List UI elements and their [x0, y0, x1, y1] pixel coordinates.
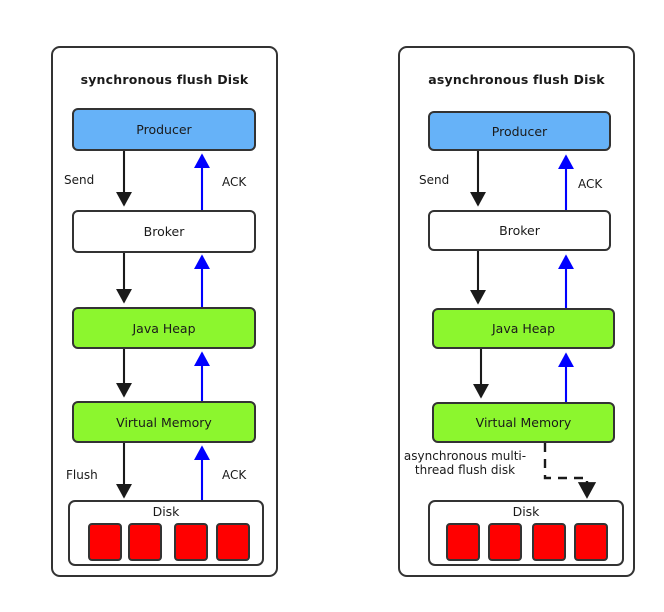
disk-platter — [574, 523, 608, 561]
disk-label-synchronous: Disk — [152, 504, 180, 519]
node-virtual-memory-asynchronous[interactable]: Virtual Memory — [432, 402, 615, 443]
edge-label-async-flush: asynchronous multi-thread flush disk — [403, 449, 527, 478]
edge-label-flush-synchronous: Flush — [66, 468, 98, 482]
node-java-heap-synchronous[interactable]: Java Heap — [72, 307, 256, 349]
panel-synchronous-title: synchronous flush Disk — [80, 72, 249, 87]
node-java-heap-asynchronous[interactable]: Java Heap — [432, 308, 615, 349]
panel-asynchronous-title: asynchronous flush Disk — [428, 72, 605, 87]
disk-container-synchronous: Disk — [68, 500, 264, 566]
disk-platter — [174, 523, 208, 561]
disk-platter — [532, 523, 566, 561]
node-virtual-memory-synchronous[interactable]: Virtual Memory — [72, 401, 256, 443]
disk-container-asynchronous: Disk — [428, 500, 624, 566]
disk-platter — [128, 523, 162, 561]
edge-label-send-synchronous: Send — [64, 173, 95, 187]
edge-label-send-asynchronous: Send — [419, 173, 450, 187]
disk-platter — [488, 523, 522, 561]
edge-label-ack-bottom-synchronous: ACK — [222, 468, 247, 482]
edge-label-ack-top-synchronous: ACK — [222, 175, 247, 189]
node-broker-asynchronous[interactable]: Broker — [428, 210, 611, 251]
edge-label-ack-top-asynchronous: ACK — [578, 177, 603, 191]
disk-platter — [216, 523, 250, 561]
node-producer-asynchronous[interactable]: Producer — [428, 111, 611, 151]
disk-platter — [88, 523, 122, 561]
node-producer-synchronous[interactable]: Producer — [72, 108, 256, 151]
disk-platter — [446, 523, 480, 561]
node-broker-synchronous[interactable]: Broker — [72, 210, 256, 253]
disk-label-asynchronous: Disk — [512, 504, 540, 519]
